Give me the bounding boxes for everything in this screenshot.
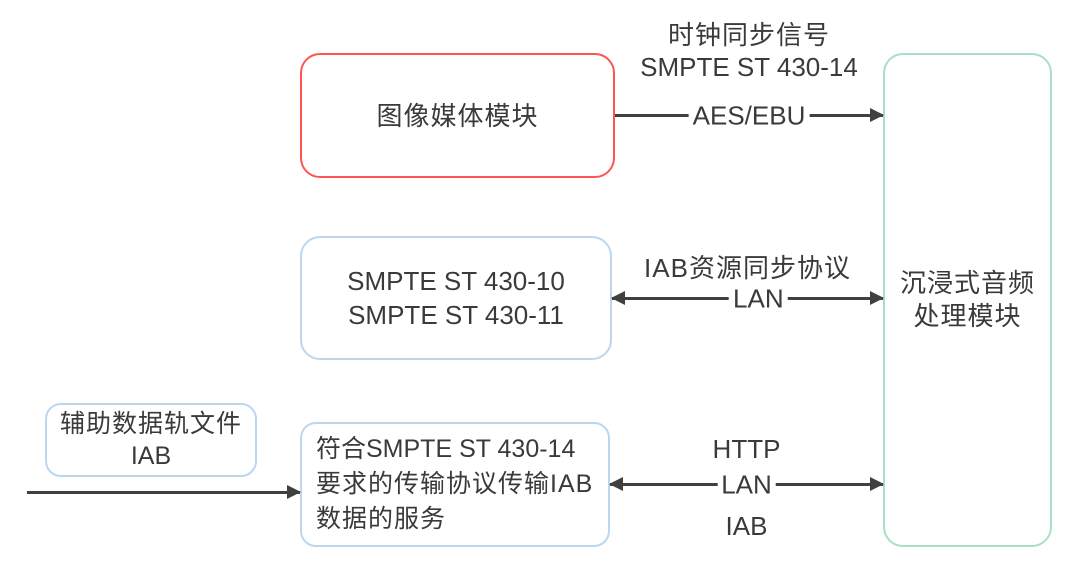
transport-service-line1: 符合SMPTE ST 430-14 (316, 435, 576, 463)
iab-resource-sync-label-text: IAB资源同步协议 (644, 253, 851, 283)
immersive-audio-module-line1: 沉浸式音频 (899, 268, 1035, 298)
clock-sync-protocol-label: AES/EBU (688, 100, 810, 132)
iab-transport-label-above: HTTP (610, 433, 883, 465)
box-immersive-audio-module: 沉浸式音频 处理模块 (883, 53, 1052, 547)
transport-service-line2: 要求的传输协议传输IAB (316, 470, 594, 498)
arrowhead-left-icon (611, 291, 625, 305)
iab-transport-protocol-label: LAN (717, 469, 776, 501)
box-transport-service: 符合SMPTE ST 430-14 要求的传输协议传输IAB 数据的服务 (300, 422, 610, 547)
arrowhead-right-icon (870, 477, 884, 491)
arrow-aux-input-line (27, 491, 300, 494)
arrowhead-right-icon (870, 108, 884, 122)
iab-resource-sync-protocol-label: LAN (729, 283, 788, 315)
aux-data-track-line1: 辅助数据轨文件 (59, 410, 242, 438)
box-image-media-module: 图像媒体模块 (300, 53, 615, 178)
box-aux-data-track: 辅助数据轨文件 IAB (45, 403, 257, 477)
smpte-standards-line1: SMPTE ST 430-10 (347, 266, 565, 296)
box-smpte-standards: SMPTE ST 430-10 SMPTE ST 430-11 (300, 236, 612, 360)
iab-transport-label-below: IAB (610, 510, 883, 542)
arrowhead-right-icon (287, 485, 301, 499)
arrowhead-right-icon (870, 291, 884, 305)
arrowhead-left-icon (609, 477, 623, 491)
aux-data-track-line2: IAB (130, 442, 172, 470)
iab-transport-http-label: HTTP (712, 434, 781, 464)
iab-transport-iab-label: IAB (725, 511, 768, 541)
clock-sync-label-line2: SMPTE ST 430-14 (640, 52, 858, 82)
clock-sync-labels: 时钟同步信号 SMPTE ST 430-14 (608, 19, 890, 83)
transport-service-line3: 数据的服务 (316, 505, 447, 533)
image-media-module-label: 图像媒体模块 (376, 100, 539, 131)
smpte-standards-line2: SMPTE ST 430-11 (348, 300, 564, 330)
clock-sync-label-line1: 时钟同步信号 (667, 20, 830, 50)
iab-resource-sync-label: IAB资源同步协议 (612, 252, 883, 284)
immersive-audio-module-line2: 处理模块 (913, 301, 1022, 331)
